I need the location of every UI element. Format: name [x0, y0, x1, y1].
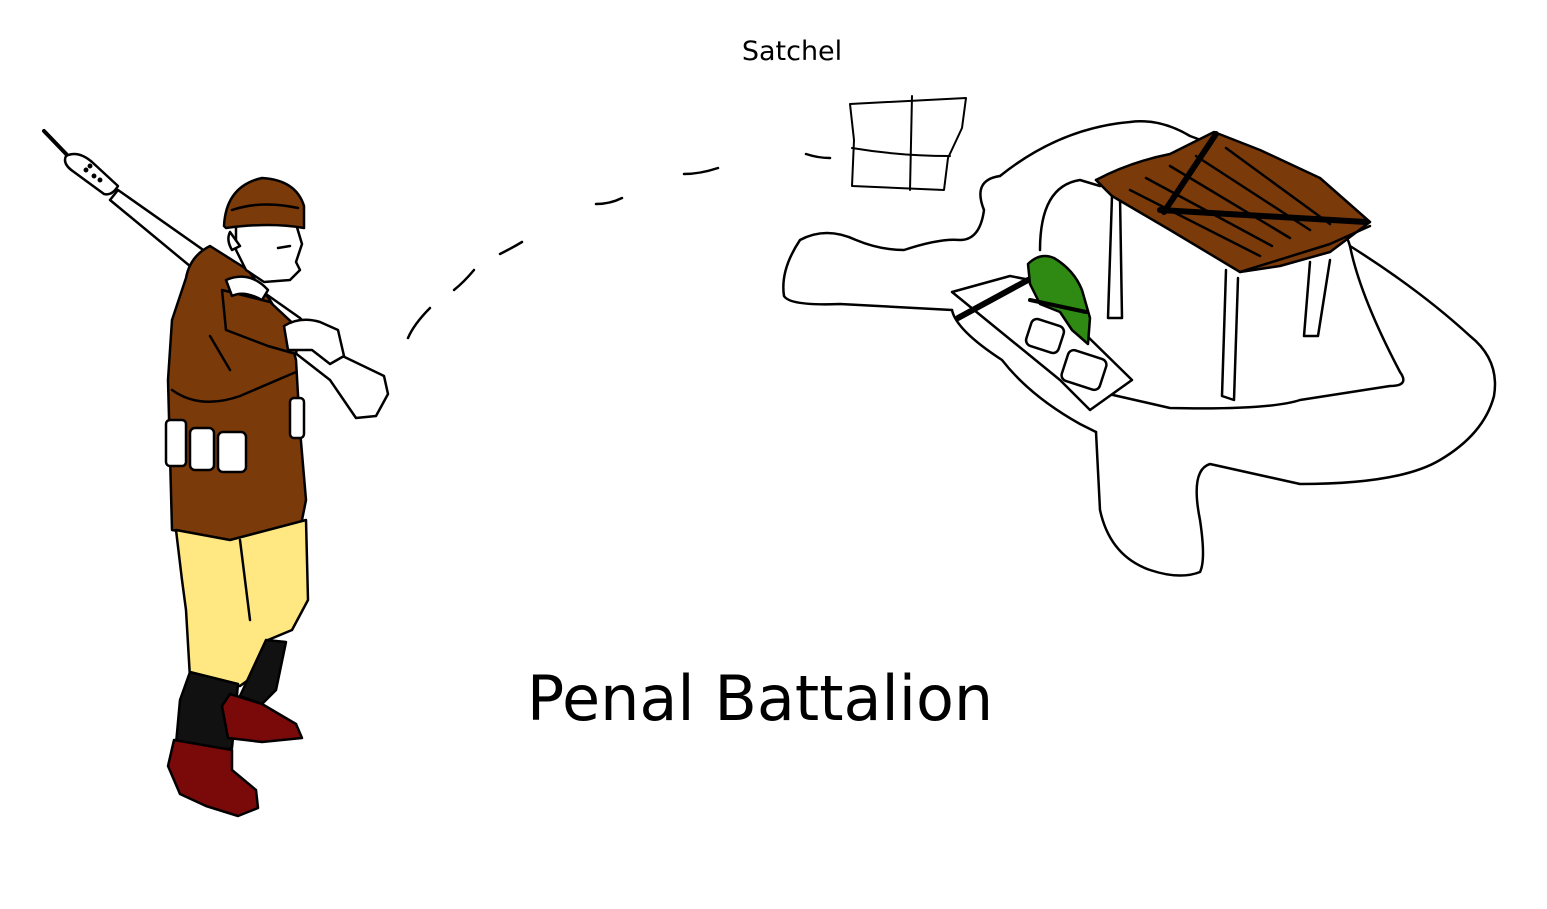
throw-trajectory	[406, 152, 832, 340]
terrain-outline	[782, 120, 1497, 577]
bunker	[1038, 130, 1372, 402]
head	[222, 176, 306, 284]
arm	[220, 288, 302, 356]
enemy-soldier	[955, 254, 1092, 346]
satchel-label: Satchel	[741, 36, 843, 67]
boots	[166, 738, 260, 818]
bunker-roof	[1094, 130, 1372, 274]
ammo-pouches	[164, 396, 306, 474]
title-label: Penal Battalion	[526, 662, 994, 735]
satchel-charge	[849, 95, 967, 191]
soldier-figure	[42, 129, 390, 818]
trousers	[174, 518, 310, 688]
firing-step	[950, 274, 1134, 412]
